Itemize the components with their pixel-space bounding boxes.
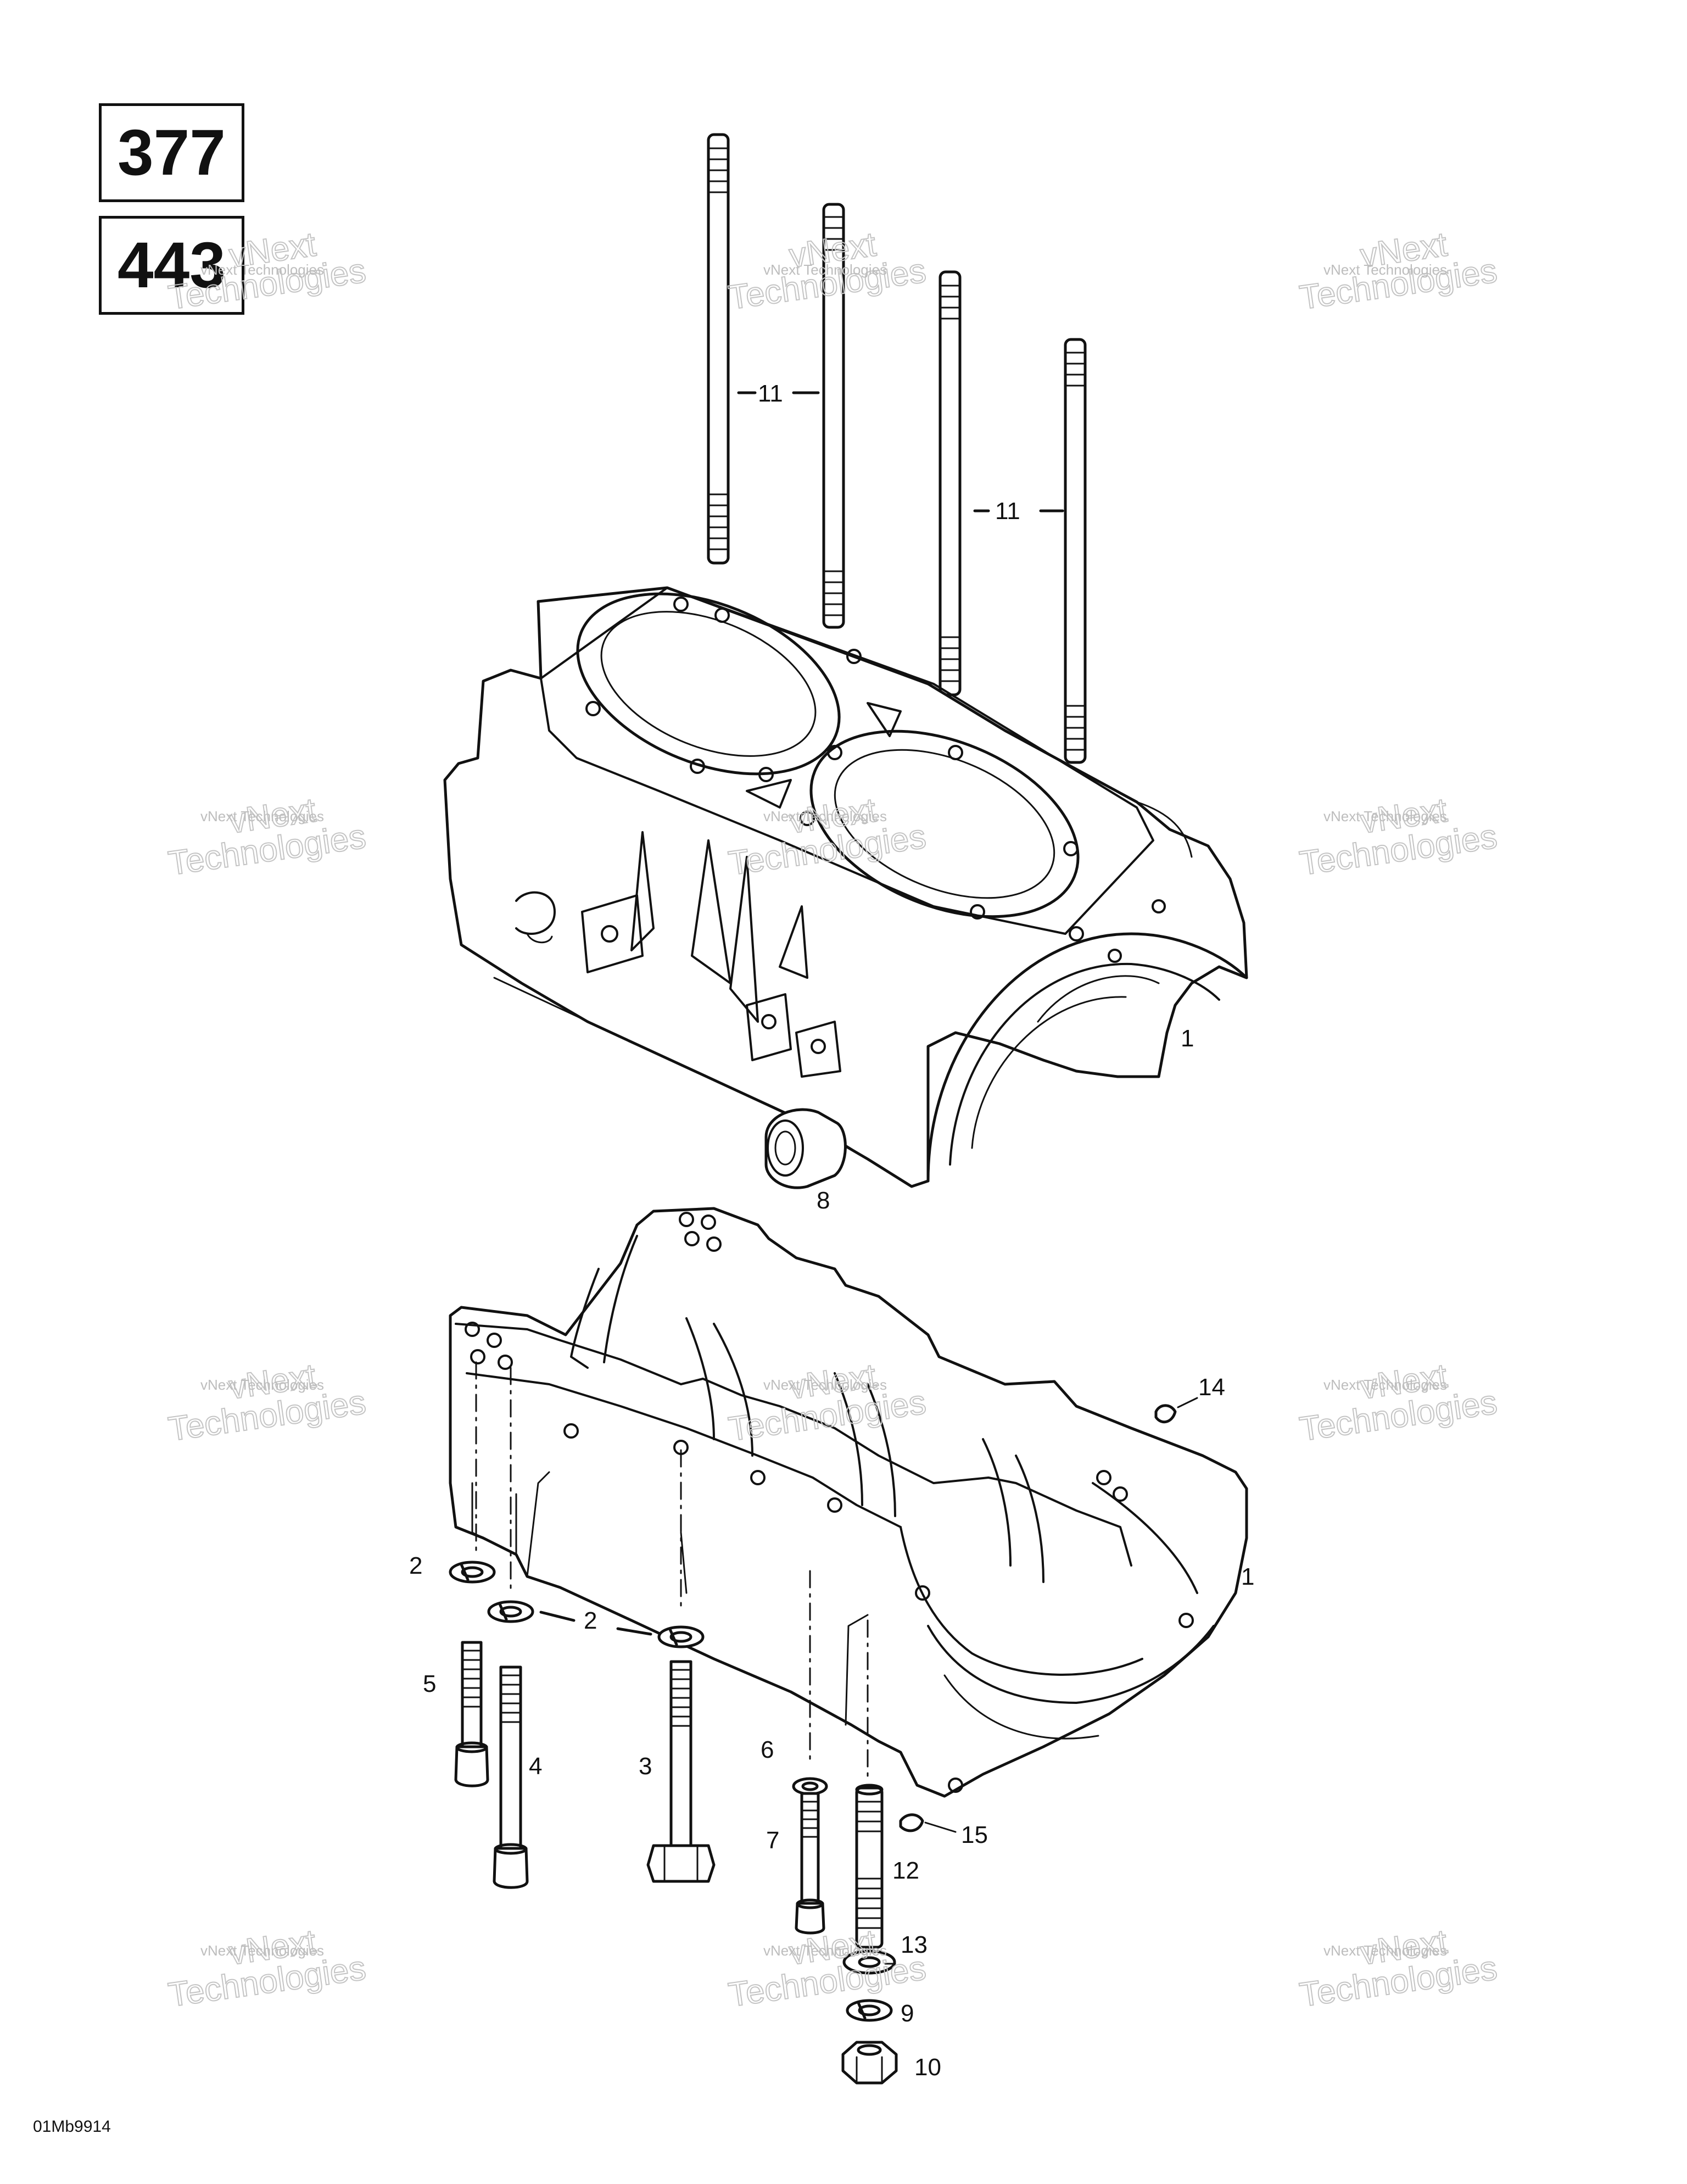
engine-code-377: 377: [99, 103, 244, 202]
watermark-small: vNext Technologies: [1323, 1942, 1447, 1959]
flat-washer-13: [842, 1949, 896, 1975]
screw-7: [795, 1792, 825, 1935]
callout-12: 12: [892, 1857, 919, 1884]
watermark-small: vNext Technologies: [200, 808, 324, 824]
watermark-small: vNext Technologies: [1323, 808, 1447, 824]
lock-washer-9: [846, 1999, 893, 2022]
watermark-small: vNext Technologies: [763, 261, 887, 278]
lock-washer-3: [657, 1625, 705, 1648]
washer-6: [792, 1777, 828, 1796]
watermark-small: vNext Technologies: [200, 1942, 324, 1959]
stud-2: [822, 203, 845, 629]
callout-15: 15: [961, 1821, 988, 1848]
screw-4: [493, 1665, 529, 1889]
watermark-small: vNext Technologies: [200, 261, 324, 278]
watermark-small: vNext Technologies: [1323, 1377, 1447, 1393]
callout-2-b: 2: [584, 1607, 597, 1634]
upper-crankcase-half: [443, 586, 1248, 1188]
watermark-small: vNext Technologies: [1323, 261, 1447, 278]
drawing-reference-code: 01Mb9914: [33, 2118, 111, 2136]
engine-code-443: 443: [99, 216, 244, 315]
callout-7: 7: [766, 1827, 779, 1854]
hex-bolt-3: [646, 1660, 716, 1883]
watermark-small: vNext Technologies: [200, 1377, 324, 1393]
lower-crankcase-half: [449, 1207, 1248, 1798]
callout-1-upper: 1: [1181, 1025, 1194, 1052]
plug-8: [764, 1108, 847, 1189]
callout-13: 13: [901, 1931, 928, 1958]
callout-2-a: 2: [409, 1552, 422, 1579]
callout-8: 8: [817, 1187, 830, 1214]
callout-4: 4: [529, 1753, 542, 1780]
stud-12: [855, 1784, 884, 1949]
nut-10: [841, 2041, 898, 2085]
stud-1: [707, 133, 730, 565]
lock-washer-2: [487, 1600, 534, 1623]
watermark-small: vNext Technologies: [763, 1942, 887, 1959]
stud-4: [1064, 338, 1087, 764]
callout-11-a: 11: [758, 380, 783, 407]
stud-3: [939, 270, 962, 697]
lock-washer-1: [449, 1561, 496, 1584]
callout-1-lower: 1: [1241, 1563, 1254, 1590]
watermark-small: vNext Technologies: [763, 808, 887, 824]
callout-14: 14: [1198, 1374, 1225, 1401]
callout-10: 10: [914, 2054, 941, 2081]
watermark-small: vNext Technologies: [763, 1377, 887, 1393]
screw-5: [454, 1641, 489, 1787]
dowel-pin-15: [899, 1813, 924, 1832]
callout-6: 6: [761, 1736, 774, 1763]
callout-11-b: 11: [995, 498, 1020, 525]
callout-9: 9: [901, 2000, 914, 2027]
callout-3: 3: [639, 1753, 652, 1780]
callout-5: 5: [423, 1670, 436, 1697]
dowel-pin-14: [1154, 1404, 1177, 1424]
